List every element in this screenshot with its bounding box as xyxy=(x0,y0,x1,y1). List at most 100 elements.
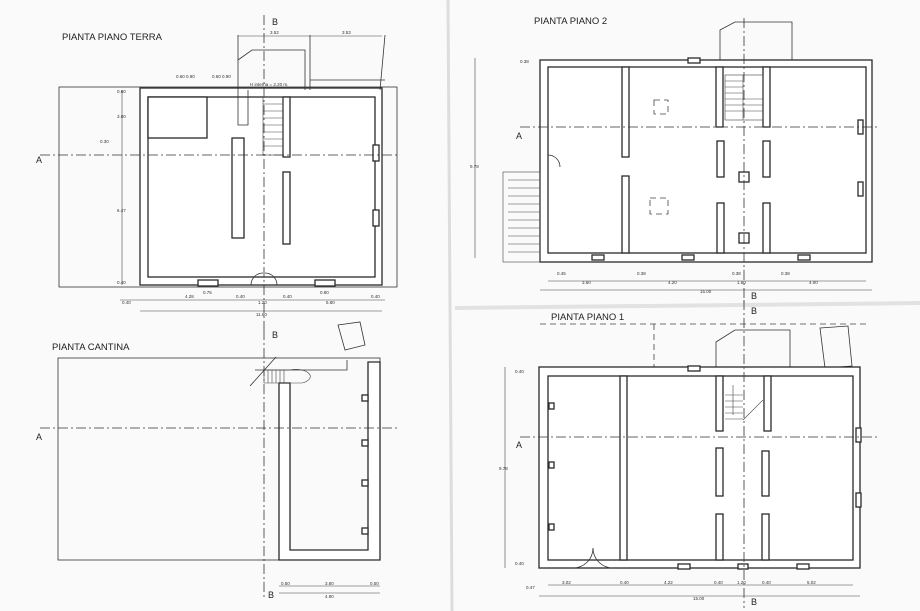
plan-title: PIANTA CANTINA xyxy=(52,342,130,353)
window xyxy=(687,57,701,64)
partition-wall xyxy=(715,375,724,432)
section-marker-a: A xyxy=(36,432,42,442)
dimension-label: 0.60 xyxy=(117,89,126,94)
door-swing xyxy=(547,154,561,168)
section-marker-b: B xyxy=(272,330,278,340)
roof-annex xyxy=(715,329,791,367)
partition-wall xyxy=(762,66,771,128)
dimension-label: 0.40 xyxy=(371,294,380,299)
dimension-label: 0.40 xyxy=(117,280,126,285)
dimension-label: 4.22 xyxy=(664,580,673,585)
dimension-label: 0.40 xyxy=(762,580,771,585)
external-staircase xyxy=(502,171,541,263)
partition-wall xyxy=(716,202,725,254)
section-marker-b: B xyxy=(751,291,757,301)
plan-cellar: PIANTA CANTINA A B B 0.50 3.80 0.50 4.90 xyxy=(36,321,397,600)
partition-wall xyxy=(716,140,725,178)
dimension-label: 4.00 xyxy=(809,280,818,285)
dimension-label: 5.80 xyxy=(326,300,335,305)
partition-wall xyxy=(761,450,770,497)
dimension-label: 3.00 xyxy=(117,114,126,119)
partition-wall xyxy=(761,513,770,561)
dimension-label: 0.30 xyxy=(100,139,109,144)
window xyxy=(855,492,862,508)
partition-wall xyxy=(282,96,291,158)
dimension-label: 0.38 xyxy=(637,271,646,276)
window xyxy=(591,254,605,261)
dimension-label: 0.40 xyxy=(515,561,524,566)
partition-wall xyxy=(715,447,724,497)
partition-wall xyxy=(762,202,771,254)
cellar-staircase xyxy=(263,369,311,384)
height-note: H interna = 2.20 m. xyxy=(250,82,288,87)
window-label: 0.60 0.90 xyxy=(212,74,231,79)
dimension-label: 0.40 xyxy=(714,580,723,585)
plan-title: PIANTA PIANO TERRA xyxy=(62,32,163,43)
window xyxy=(796,563,810,570)
window xyxy=(737,563,749,570)
dimension-total: 4.90 xyxy=(325,594,334,599)
window-label: 0.60 0.90 xyxy=(176,74,195,79)
partition-wall xyxy=(619,375,628,561)
roof-annex xyxy=(719,21,793,60)
paper-fold xyxy=(446,0,454,611)
niche xyxy=(548,461,555,469)
section-marker-b: B xyxy=(268,590,274,600)
external-stair xyxy=(337,321,366,351)
dimension-label: 0.40 xyxy=(236,294,245,299)
plan-title: PIANTA PIANO 1 xyxy=(551,312,624,323)
partition-wall xyxy=(282,171,291,245)
plan-ground-floor: PIANTA PIANO TERRA H interna = 2.20 m. A… xyxy=(36,15,398,330)
chimney-flue xyxy=(653,99,669,115)
window xyxy=(687,365,701,372)
dimension-label: 9.78 xyxy=(470,164,479,169)
window xyxy=(197,279,219,287)
partition-wall xyxy=(621,66,630,158)
entrance-door xyxy=(250,272,278,286)
external-stair xyxy=(819,325,853,369)
section-marker-b: B xyxy=(272,17,278,27)
partition-wall xyxy=(231,137,245,239)
window xyxy=(372,144,380,162)
lot-outline xyxy=(57,357,381,561)
partition-wall xyxy=(715,66,724,128)
rear-annex xyxy=(309,34,386,91)
room-wall xyxy=(147,96,208,139)
dimension-label: 4.28 xyxy=(185,294,194,299)
dimension-label: 3.53 xyxy=(342,30,351,35)
niche xyxy=(361,439,369,447)
window xyxy=(372,209,380,227)
dimension-total: 15.00 xyxy=(693,596,705,601)
inner-wall xyxy=(547,66,867,254)
dimension-total: 15.00 xyxy=(700,289,712,294)
window-label: 0.75 xyxy=(203,290,212,295)
partition-wall xyxy=(715,513,724,561)
niche xyxy=(361,479,369,487)
window xyxy=(857,181,864,197)
dimension-label: 0.38 xyxy=(781,271,790,276)
dimension-label: 0.40 xyxy=(515,369,524,374)
window xyxy=(314,279,336,287)
section-marker-a: A xyxy=(516,131,522,141)
section-marker-a: A xyxy=(516,440,522,450)
niche xyxy=(548,402,555,410)
niche xyxy=(361,394,369,402)
dimension-total: 11.60 xyxy=(256,312,267,317)
plan-floor-1: PIANTA PIANO 1 A B B 9.78 xyxy=(499,300,880,608)
staircase xyxy=(262,96,284,156)
plan-floor-2: PIANTA PIANO 2 A B xyxy=(470,16,880,305)
section-marker-b: B xyxy=(751,306,757,316)
niche xyxy=(361,527,369,535)
niche xyxy=(548,523,555,531)
staircase xyxy=(725,385,764,421)
paper-fold xyxy=(454,301,920,310)
window xyxy=(855,427,862,443)
inner-wall xyxy=(547,375,854,561)
dimension-label: 0.40 xyxy=(122,300,131,305)
stair-annex xyxy=(237,35,306,126)
stair-cut-line xyxy=(249,356,277,387)
dimension-label: 9.78 xyxy=(499,466,508,471)
window xyxy=(681,254,695,261)
dimension-label: 0.38 xyxy=(732,271,741,276)
